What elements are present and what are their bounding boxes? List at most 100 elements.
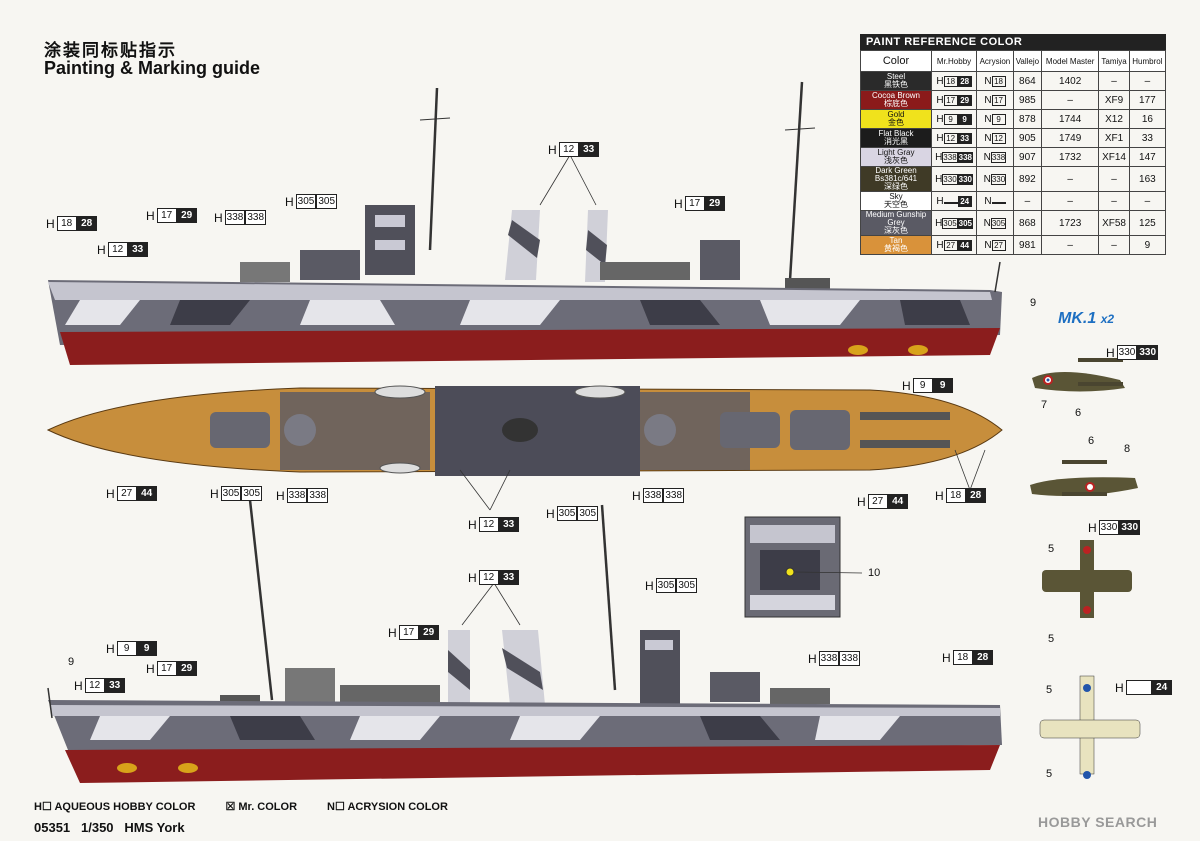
product-footer: 05351 1/350 HMS York [34,820,185,835]
paint-table-column-header: Mr.Hobby [930,50,978,72]
aircraft-bottom [1039,675,1141,779]
ref-number: 9 [68,656,75,668]
ref-number: 6 [1088,435,1095,447]
product-scale: 1/350 [81,820,114,835]
paint-table-column-header: Tamiya [1098,50,1130,72]
paint-code-humbrol: 177 [1128,90,1167,110]
legend-aqueous: H☐ AQUEOUS HOBBY COLOR [34,801,196,813]
paint-table-column-header: Humbrol [1128,50,1167,72]
legend-acrysion: N☐ ACRYSION COLOR [327,801,448,813]
paint-code-mm: – [1041,235,1100,255]
watermark: HOBBY SEARCH [1038,814,1158,830]
legend-mr-color: ☒ Mr. COLOR [225,801,298,813]
ref-number: 9 [1030,297,1037,309]
paint-table-column-header: Vallejo [1012,50,1043,72]
aircraft-label: MK.1 x2 [1058,310,1115,327]
paint-code-humbrol: 125 [1128,210,1167,236]
paint-code-humbrol: – [1128,191,1167,211]
ref-number: 5 [1048,543,1055,555]
paint-table-column-header: Color [860,50,932,72]
acrysion-code: N305 [976,210,1014,236]
aircraft-top [1042,540,1132,618]
aircraft-side-2 [1030,460,1138,496]
paint-code-vallejo: 868 [1012,210,1043,236]
ship-deck-plan [46,385,1003,476]
paint-code-vallejo: 892 [1012,166,1043,192]
paint-code-mm: 1402 [1041,71,1100,91]
paint-code-mm: – [1041,166,1100,192]
ref-number: 5 [1046,684,1053,696]
ref-number: 10 [868,567,881,579]
ref-number: 5 [1048,633,1055,645]
paint-code-humbrol: 9 [1128,235,1167,255]
title-chinese: 涂装同标贴指示 [44,41,177,61]
ref-number: 8 [1124,443,1131,455]
product-name: HMS York [124,820,185,835]
detail-inset-10 [744,516,863,618]
paint-code-mm: 1723 [1041,210,1100,236]
paint-table-header: PAINT REFERENCE COLOR [860,34,1166,50]
ref-number: 7 [1041,399,1048,411]
product-code: 05351 [34,820,71,835]
color-legend: H☐ AQUEOUS HOBBY COLOR ☒ Mr. COLOR N☐ AC… [34,800,448,813]
paint-code-vallejo: 981 [1012,235,1043,255]
paint-code-tamiya: – [1098,166,1130,192]
ref-number: 6 [1075,407,1082,419]
ship-side-profile-top [48,81,1002,365]
ship-side-profile-bottom [47,499,1002,783]
title-english: Painting & Marking guide [44,58,261,78]
ref-number: 5 [1046,768,1053,780]
